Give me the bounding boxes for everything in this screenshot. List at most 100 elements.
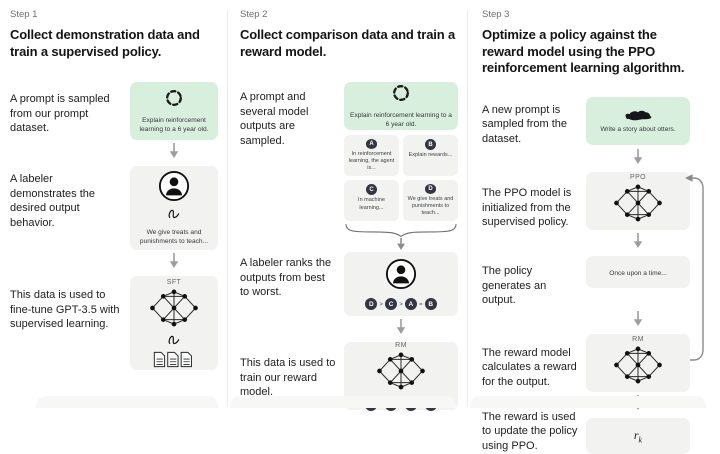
step3-update-desc: The reward is used to update the policy … — [482, 410, 578, 452]
step3-reward-value-box: rk — [586, 417, 690, 454]
neural-network-icon-slot — [148, 288, 200, 333]
labeler-icon — [385, 259, 417, 290]
cycle-icon — [393, 85, 409, 102]
step1-column: Step 1 Collect demonstration data and tr… — [10, 0, 220, 371]
output-a-text: In reinforcement learning, the agent is.… — [348, 150, 395, 172]
down-arrow-icon — [633, 149, 643, 165]
output-d-chip: D — [425, 184, 436, 194]
step2-train-desc: This data is used to train our reward mo… — [240, 357, 336, 399]
rank-chip: B — [424, 298, 437, 311]
pen-icon — [168, 209, 180, 219]
step2-stages: A prompt and several model outputs are s… — [240, 82, 460, 411]
output-a-chip: A — [366, 139, 377, 149]
brace-and-arrow — [344, 223, 458, 251]
labeler-icon-slot — [158, 170, 190, 207]
step2-prompt-box: Explain reinforcement learning to a 6 ye… — [344, 82, 458, 131]
neural-network-icon-slot — [612, 345, 664, 390]
step1-stages: A prompt is sampled from our prompt data… — [10, 82, 220, 371]
cycle-icon-slot — [164, 88, 184, 113]
neural-network-icon-slot — [612, 183, 664, 228]
down-arrow-icon — [169, 253, 179, 269]
step3-prompt-box: Write a story about otters. — [586, 96, 690, 145]
step2-label: Step 2 — [240, 9, 268, 20]
labeler-icon-slot — [385, 258, 417, 295]
down-arrow-icon — [396, 319, 406, 335]
sft-label: SFT — [166, 278, 182, 286]
output-b-chip: B — [425, 139, 436, 151]
documents-icon — [153, 351, 195, 368]
step3-ppo-desc: The PPO model is initialized from the su… — [482, 187, 572, 229]
curly-brace-icon — [345, 224, 457, 238]
pen-icon — [168, 335, 180, 344]
next-section-card-edge — [36, 396, 218, 408]
rank-separator: = — [418, 300, 423, 308]
step1-demonstration-text: We give treats and punishments to teach.… — [139, 229, 209, 246]
cycle-icon-slot — [391, 83, 411, 108]
rank-separator: > — [379, 300, 384, 308]
step3-column: Step 3 Optimize a policy against the rew… — [482, 0, 704, 454]
step2-prompt-text: Explain reinforcement learning to a 6 ye… — [350, 112, 452, 129]
step3-reward-desc: The reward model calculates a reward for… — [482, 346, 577, 388]
step3-output-box: Once upon a time... — [586, 256, 690, 289]
step1-title: Collect demonstration data and train a s… — [10, 27, 200, 59]
step1-labeler-desc: A labeler demonstrates the desired outpu… — [10, 173, 95, 229]
step1-labeler-box: We give treats and punishments to teach.… — [130, 166, 218, 251]
step3-output-text: Once upon a time... — [609, 270, 667, 278]
step2-rank-desc: A labeler ranks the outputs from best to… — [240, 257, 332, 299]
next-section-card-edge — [470, 396, 706, 408]
output-c-text: In machine learning... — [358, 197, 385, 211]
neural-network-icon — [614, 184, 662, 222]
step1-sft-box: SFT — [130, 276, 218, 371]
rank-chip: A — [404, 298, 417, 311]
step3-stages: A new prompt is sampled from the dataset… — [482, 96, 694, 454]
step2-title: Collect comparison data and train a rewa… — [240, 27, 456, 59]
output-card-d: D We give treats and punishments to teac… — [403, 180, 458, 222]
step3-prompt-text: Write a story about otters. — [600, 125, 676, 133]
step3-label: Step 3 — [482, 9, 510, 20]
rank-separator: > — [399, 300, 403, 308]
pen-icon-slot — [167, 207, 181, 225]
output-d-text: We give treats and punishments to teach.… — [407, 195, 454, 217]
next-section-card-edge — [230, 396, 456, 408]
reward-formula: rk — [633, 427, 643, 445]
step1-arrow-1 — [130, 140, 218, 166]
step3-arrow-1 — [586, 146, 690, 172]
rm-label: RM — [395, 341, 407, 349]
feedback-loop-arrow — [685, 174, 704, 361]
step1-prompt-box: Explain reinforcement learning to a 6 ye… — [130, 82, 218, 141]
rank-chip: C — [385, 298, 398, 311]
rank-chip: D — [365, 298, 378, 311]
neural-network-icon — [150, 289, 198, 327]
step3-ppo-box: PPO — [586, 172, 690, 231]
down-arrow-icon — [169, 143, 179, 159]
column-divider — [467, 10, 468, 407]
model-outputs-grid: A In reinforcement learning, the agent i… — [344, 135, 458, 222]
column-divider — [227, 10, 228, 407]
otter-icon — [625, 110, 652, 121]
down-arrow-icon — [397, 238, 405, 251]
ranking-row: D > C > A = B — [365, 298, 437, 311]
step2-arrow — [344, 316, 458, 342]
step2-sampling-stack: Explain reinforcement learning to a 6 ye… — [344, 82, 458, 251]
down-arrow-icon — [633, 233, 643, 249]
neural-network-icon — [614, 346, 662, 384]
pen-icon-slot — [167, 333, 181, 351]
step3-arrow-3 — [586, 308, 690, 334]
step1-arrow-2 — [130, 250, 218, 276]
step3-arrow-2 — [586, 230, 690, 256]
output-c-chip: C — [366, 184, 377, 196]
step2-labeler-box: D > C > A = B — [344, 252, 458, 317]
step3-output-desc: The policy generates an output. — [482, 265, 547, 307]
output-card-b: B Explain rewards... — [403, 135, 458, 177]
rm-label: RM — [632, 335, 644, 343]
output-card-a: A In reinforcement learning, the agent i… — [344, 135, 399, 177]
ppo-label: PPO — [630, 174, 646, 182]
output-card-c: C In machine learning... — [344, 180, 399, 222]
step1-label: Step 1 — [10, 9, 38, 20]
labeler-icon — [158, 170, 190, 202]
step2-column: Step 2 Collect comparison data and train… — [240, 0, 460, 411]
step1-finetune-desc: This data is used to fine-tune GPT-3.5 w… — [10, 289, 120, 331]
cycle-icon — [166, 90, 182, 107]
output-b-text: Explain rewards... — [408, 152, 453, 159]
neural-network-icon — [377, 352, 425, 390]
